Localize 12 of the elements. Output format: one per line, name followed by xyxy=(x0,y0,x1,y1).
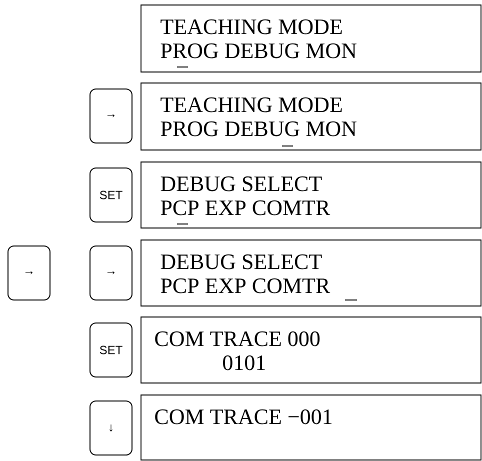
lcd-display: TEACHING MODE PROG DEBUG MON xyxy=(140,82,482,150)
lcd-display: COM TRACE 000 0101 xyxy=(140,316,482,384)
lcd-display: COM TRACE −001 xyxy=(140,394,482,460)
key-button: SET xyxy=(90,168,132,222)
key-button: ↓ xyxy=(90,400,132,456)
key-button: → xyxy=(90,88,132,144)
key-button: → xyxy=(90,246,132,300)
lcd-display: DEBUG SELECT PCP EXP COMTR xyxy=(140,162,482,228)
lcd-display: TEACHING MODE PROG DEBUG MON xyxy=(140,4,482,72)
lcd-display: DEBUG SELECT PCP EXP COMTR xyxy=(140,240,482,306)
key-button: → xyxy=(8,246,50,300)
key-button: SET xyxy=(90,322,132,378)
